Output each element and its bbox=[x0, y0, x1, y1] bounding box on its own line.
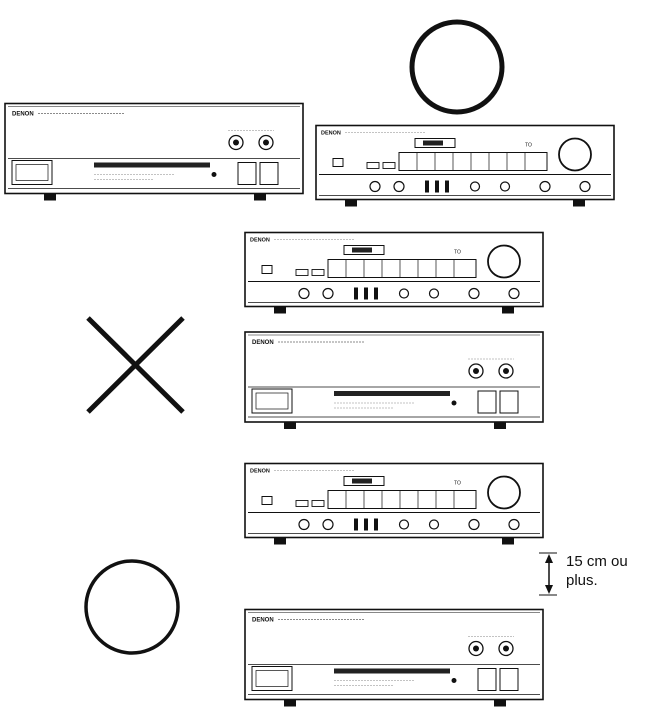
spacing-label-line1: 15 cm ou bbox=[566, 553, 628, 570]
receiver-unit-gap-top bbox=[244, 462, 544, 546]
receiver-unit-stacked-top bbox=[244, 231, 544, 315]
spacing-label: 15 cm ou plus. bbox=[566, 552, 652, 590]
correct-mark-bottom bbox=[84, 559, 180, 655]
amplifier-unit-left bbox=[4, 102, 304, 202]
spacing-arrow bbox=[539, 552, 557, 596]
amplifier-unit-stacked-bottom bbox=[244, 331, 544, 430]
spacing-label-line2: plus. bbox=[566, 572, 598, 589]
receiver-unit-right bbox=[315, 124, 615, 208]
amplifier-unit-gap-bottom bbox=[244, 608, 544, 708]
incorrect-mark bbox=[86, 316, 185, 414]
correct-mark-top bbox=[409, 19, 505, 115]
